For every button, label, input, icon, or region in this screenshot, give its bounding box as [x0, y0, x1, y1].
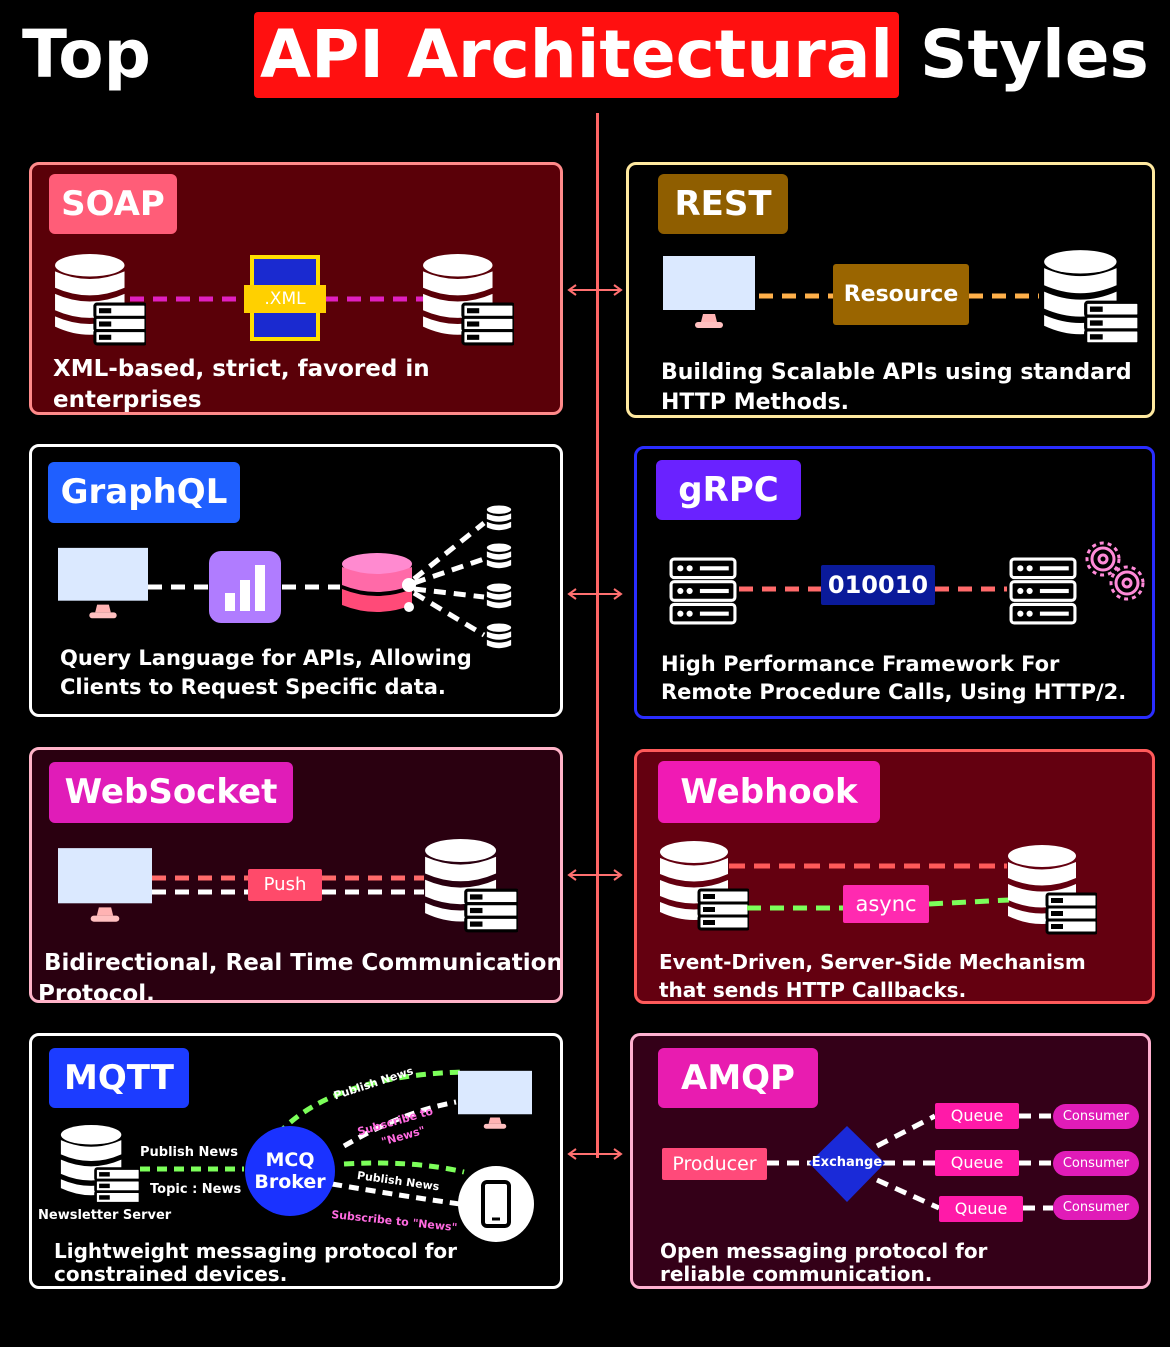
amqp-description-2: reliable communication.: [660, 1262, 933, 1286]
database-icon: [1043, 249, 1139, 346]
monitor-icon: [58, 547, 148, 619]
database-icon: [424, 838, 518, 933]
panel-mqtt: MQTT MCQ Broker Publish News Topic : New…: [29, 1033, 563, 1289]
amqp-badge: AMQP: [658, 1048, 818, 1108]
small-database-icon: [486, 505, 512, 531]
center-divider: [596, 113, 599, 1158]
broker-circle: [245, 1126, 335, 1216]
graphql-diagram: [58, 505, 512, 649]
grpc-description-2: Remote Procedure Calls, Using HTTP/2.: [661, 680, 1127, 704]
database-icon: [1007, 844, 1097, 935]
panel-soap: SOAP .XML XML-based, strict, favored in …: [29, 162, 563, 415]
database-icon: [659, 840, 749, 931]
gears-icon: [1085, 541, 1145, 601]
mqtt-description-2: constrained devices.: [54, 1262, 288, 1286]
async-box: async: [843, 885, 929, 923]
queue-box-3: Queue: [939, 1196, 1023, 1222]
topic-label: Topic : News: [150, 1182, 242, 1197]
grpc-diagram: [669, 541, 1145, 625]
rest-description-1: Building Scalable APIs using standard: [661, 360, 1132, 385]
producer-box: Producer: [662, 1148, 767, 1180]
push-box: Push: [248, 869, 322, 901]
double-arrow-icon: [567, 284, 623, 296]
title-highlight: API Architectural: [254, 12, 899, 98]
panel-grpc: gRPC 010010 High Performance Framework F…: [634, 446, 1155, 719]
graphql-description-1: Query Language for APIs, Allowing: [60, 646, 472, 670]
broker-label-1: MCQ: [265, 1149, 315, 1171]
soap-description-2: enterprises: [53, 387, 202, 413]
amqp-description-1: Open messaging protocol for: [660, 1239, 988, 1263]
consumer-box-3: Consumer: [1053, 1195, 1139, 1220]
title-styles: Styles: [920, 16, 1149, 93]
webhook-description-1: Event-Driven, Server-Side Mechanism: [659, 950, 1086, 974]
grpc-description-1: High Performance Framework For: [661, 652, 1060, 676]
database-icon: [60, 1124, 140, 1205]
broker-label-2: Broker: [254, 1171, 326, 1193]
monitor-icon: [58, 848, 152, 922]
mobile-phone-icon: [481, 1180, 511, 1228]
exchange-label: Exchange: [811, 1155, 883, 1170]
server-rack-icon: [1009, 557, 1077, 625]
consumer-box-2: Consumer: [1053, 1151, 1139, 1176]
double-arrow-icon: [567, 588, 623, 600]
amqp-diagram: [767, 1113, 1053, 1211]
rest-badge: REST: [658, 174, 788, 234]
double-arrow-icon: [567, 1148, 623, 1160]
queue-box-2: Queue: [935, 1150, 1019, 1176]
webhook-diagram: [659, 840, 1097, 935]
rest-description-2: HTTP Methods.: [661, 390, 850, 415]
double-arrow-icon: [567, 869, 623, 881]
mqtt-description-1: Lightweight messaging protocol for: [54, 1239, 458, 1263]
rest-diagram: [663, 249, 1139, 346]
webhook-badge: Webhook: [658, 761, 880, 823]
panel-websocket: WebSocket Push Bidirectional, Real Time …: [29, 747, 563, 1003]
small-database-icon: [486, 543, 512, 569]
queue-box-1: Queue: [935, 1103, 1019, 1129]
websocket-badge: WebSocket: [49, 762, 293, 823]
exchange-diamond: [809, 1126, 885, 1202]
soap-description-1: XML-based, strict, favored in: [53, 356, 430, 382]
title-top: Top: [22, 16, 151, 93]
panel-graphql: GraphQL Query Language for APIs, Allowin…: [29, 444, 563, 717]
database-colored-icon: [342, 553, 416, 612]
small-database-icon: [486, 583, 512, 609]
resource-box: Resource: [833, 264, 969, 325]
graphql-description-2: Clients to Request Specific data.: [60, 675, 446, 699]
panel-webhook: Webhook async Event-Driven, Server-Side …: [634, 749, 1155, 1004]
binary-data-box: 010010: [821, 565, 935, 605]
small-database-icon: [486, 623, 512, 649]
websocket-diagram: [58, 838, 518, 933]
soap-badge: SOAP: [49, 174, 177, 234]
panel-amqp: AMQP Producer Exchange Queue Queue Queue…: [630, 1033, 1151, 1289]
mqtt-badge: MQTT: [49, 1048, 189, 1108]
monitor-icon: [663, 256, 755, 328]
panel-rest: REST Resource Building Scalable APIs usi…: [626, 162, 1155, 418]
xml-label: .XML: [244, 285, 326, 313]
graphql-badge: GraphQL: [48, 462, 240, 523]
mqtt-diagram: [60, 1069, 534, 1242]
database-icon: [422, 253, 514, 346]
websocket-description-2: Protocol.: [38, 981, 155, 1003]
websocket-description-1: Bidirectional, Real Time Communication: [44, 950, 563, 976]
server-rack-icon: [669, 557, 737, 625]
publish-news-label: Publish News: [140, 1145, 238, 1160]
monitor-icon: [458, 1070, 532, 1129]
consumer-box-1: Consumer: [1053, 1104, 1139, 1129]
webhook-description-2: that sends HTTP Callbacks.: [659, 978, 967, 1002]
grpc-badge: gRPC: [656, 460, 801, 520]
mobile-circle: [458, 1166, 534, 1242]
newsletter-server-label: Newsletter Server: [38, 1208, 172, 1223]
